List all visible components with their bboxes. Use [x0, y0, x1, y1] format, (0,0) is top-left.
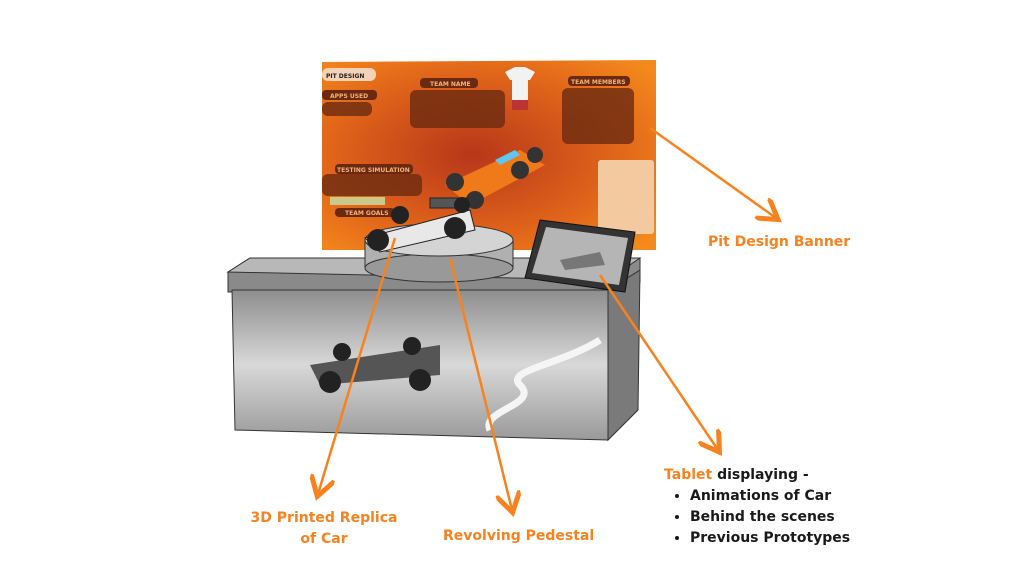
- banner-team-members: TEAM MEMBERS: [571, 79, 626, 86]
- banner-apps-used: APPS USED: [330, 93, 368, 100]
- banner-schedule-table: [598, 160, 654, 234]
- replica-arrow: [318, 237, 397, 494]
- replica-car: [363, 197, 476, 253]
- tablet-arrow: [598, 274, 718, 450]
- pit-design-banner: PIT DESIGN TEAM NAME APPS USED TEAM MEMB…: [322, 60, 656, 250]
- tablet-label-rest: displaying -: [712, 467, 809, 483]
- banner-testing-simulation: TESTING SIMULATION: [337, 167, 410, 174]
- replica-label-line2: of Car: [300, 531, 348, 547]
- pedestal-label: Revolving Pedestal: [443, 528, 595, 544]
- jersey-icon: [505, 67, 535, 110]
- banner-car-render: [445, 147, 545, 209]
- replica-label: 3D Printed Replica of Car: [234, 508, 414, 550]
- pedestal-arrow: [448, 257, 512, 510]
- tablet-feature-item: Previous Prototypes: [690, 528, 850, 549]
- tablet-feature-list: Animations of Car Behind the scenes Prev…: [664, 486, 850, 549]
- tablet-feature-item: Animations of Car: [690, 486, 850, 507]
- banner-logo-text: PIT DESIGN: [326, 73, 364, 80]
- banner-arrow: [649, 126, 776, 218]
- tablet-label-highlight: Tablet: [664, 467, 713, 483]
- banner-team-goals: TEAM GOALS: [345, 210, 389, 217]
- banner-team-name: TEAM NAME: [430, 81, 471, 88]
- tablet-feature-item: Behind the scenes: [690, 507, 850, 528]
- banner-logo: [322, 68, 376, 81]
- tablet: [524, 219, 636, 293]
- banner-label: Pit Design Banner: [708, 234, 851, 250]
- replica-label-line1: 3D Printed Replica: [250, 510, 398, 526]
- tablet-label: Tablet displaying - Animations of Car Be…: [664, 465, 850, 549]
- table-car-illustration: [310, 337, 440, 393]
